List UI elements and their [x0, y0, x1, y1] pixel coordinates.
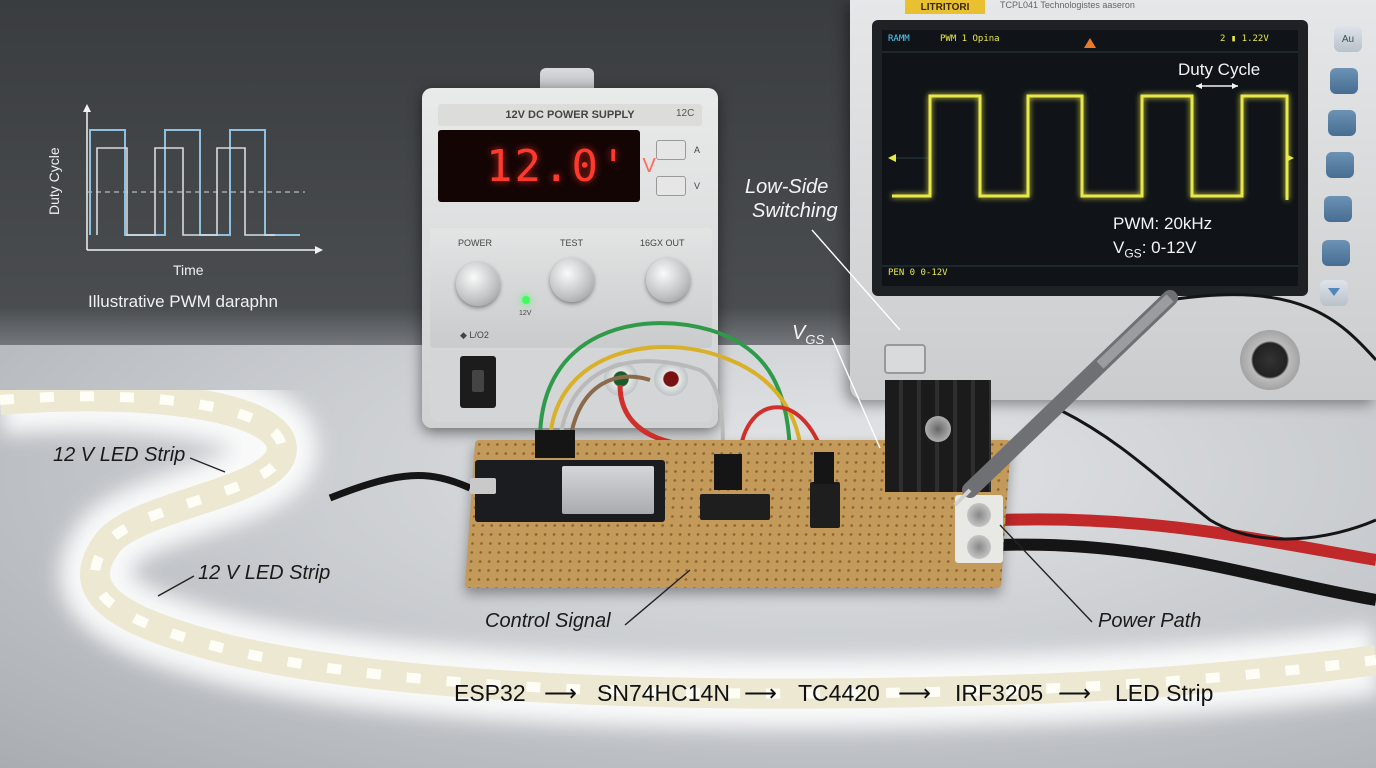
header-pins-left	[535, 430, 575, 458]
annotation-led-strip-1: 12 V LED Strip	[53, 444, 186, 466]
scope-model: TCPL041 Technologistes aaseron	[1000, 0, 1135, 10]
inset-caption: Illustrative PWM daraphn	[88, 292, 278, 311]
scope-power-button[interactable]	[884, 344, 926, 374]
flow-step-irf3205: IRF3205	[955, 680, 1044, 706]
scope-pwm-label: PWM: 20kHz	[1113, 214, 1213, 233]
scope-screen	[882, 30, 1298, 286]
header-pins-right	[814, 452, 834, 484]
scope-status-left: RAMM	[888, 34, 910, 44]
scope-bottom-status: PEN 0 0-12V	[888, 268, 948, 278]
psu-knob-label-test: TEST	[560, 238, 584, 248]
psu-red-jack[interactable]	[654, 362, 688, 396]
flow-step-sn74hc14n: SN74HC14N	[597, 680, 730, 706]
psu-out-knob[interactable]	[646, 258, 690, 302]
usb-connector	[470, 478, 496, 494]
scope-duty-label: Duty Cycle	[1178, 60, 1261, 79]
annotation-low-side-1: Low-Side	[745, 176, 829, 198]
psu-indicator-led	[522, 296, 530, 304]
psu-display: 12.0' V	[438, 130, 656, 202]
screw-terminal	[955, 495, 1003, 563]
scope-brand: LITRITORI	[905, 0, 985, 14]
scope-softkey-5[interactable]	[1322, 240, 1350, 266]
annotation-vgs: VGS	[792, 322, 825, 347]
scope-softkey-4[interactable]	[1324, 196, 1352, 222]
inset-trace-b	[96, 147, 275, 236]
scope-probe-port[interactable]	[1240, 330, 1300, 390]
arrow-right-icon: ⟶	[544, 680, 577, 706]
psu-power-switch[interactable]	[460, 356, 496, 408]
arrow-right-icon: ⟶	[744, 680, 777, 706]
scope-status-right: 2 ▮ 1.22V	[1220, 34, 1269, 44]
annotation-led-strip-2: 12 V LED Strip	[198, 562, 331, 584]
inset-pwm-graph	[83, 104, 323, 254]
scope-softkey-1[interactable]	[1330, 68, 1358, 94]
psu-up-button[interactable]	[656, 140, 686, 160]
scope-probe	[953, 290, 1178, 507]
arrow-right-icon: ⟶	[1058, 680, 1091, 706]
psu-down-label: V	[694, 181, 701, 191]
flow-step-esp32: ESP32	[454, 680, 526, 706]
irf3205-heatsink	[885, 380, 991, 492]
inset-trace-a	[89, 129, 300, 236]
scope-waveform	[882, 38, 1298, 267]
scope-softkey-2[interactable]	[1328, 110, 1356, 136]
psu-knob-label-power: POWER	[458, 238, 493, 248]
flow-step-led-strip: LED Strip	[1115, 680, 1214, 706]
psu-down-button[interactable]	[656, 176, 686, 196]
scope-down-key[interactable]	[1320, 280, 1348, 306]
scope-vgs-label: VGS: 0-12V	[1113, 238, 1197, 261]
psu-unit: V	[642, 154, 656, 177]
psu-led-label: 12V	[519, 310, 532, 317]
psu-test-knob[interactable]	[550, 258, 594, 302]
psu-title: 12V DC POWER SUPPLY	[438, 104, 702, 126]
psu-title-code: 12C	[676, 108, 695, 119]
scope-status-mode: PWM 1 Opina	[940, 34, 1000, 44]
annotation-low-side-2: Switching	[752, 200, 838, 222]
tc4420-chip	[810, 482, 840, 528]
psu-knob-label-out: 16GX OUT	[640, 238, 685, 248]
header-pins-mid	[714, 454, 742, 490]
flow-step-tc4420: TC4420	[798, 680, 880, 706]
psu-power-knob[interactable]	[456, 262, 500, 306]
sn74hc14n-chip	[700, 494, 770, 520]
inset-x-label: Time	[173, 262, 204, 278]
psu-lower-left-label: ◆ L/O2	[460, 330, 489, 340]
led-strip	[0, 390, 1376, 729]
esp32-shield-can	[562, 466, 654, 514]
psu-up-label: A	[694, 145, 701, 155]
scope-top-key[interactable]: Au	[1334, 26, 1362, 52]
scope-softkey-3[interactable]	[1326, 152, 1354, 178]
annotation-control-signal: Control Signal	[485, 610, 611, 632]
annotation-power-path: Power Path	[1098, 610, 1202, 632]
psu-readout: 12.0'	[486, 140, 629, 192]
arrow-right-icon: ⟶	[898, 680, 931, 706]
